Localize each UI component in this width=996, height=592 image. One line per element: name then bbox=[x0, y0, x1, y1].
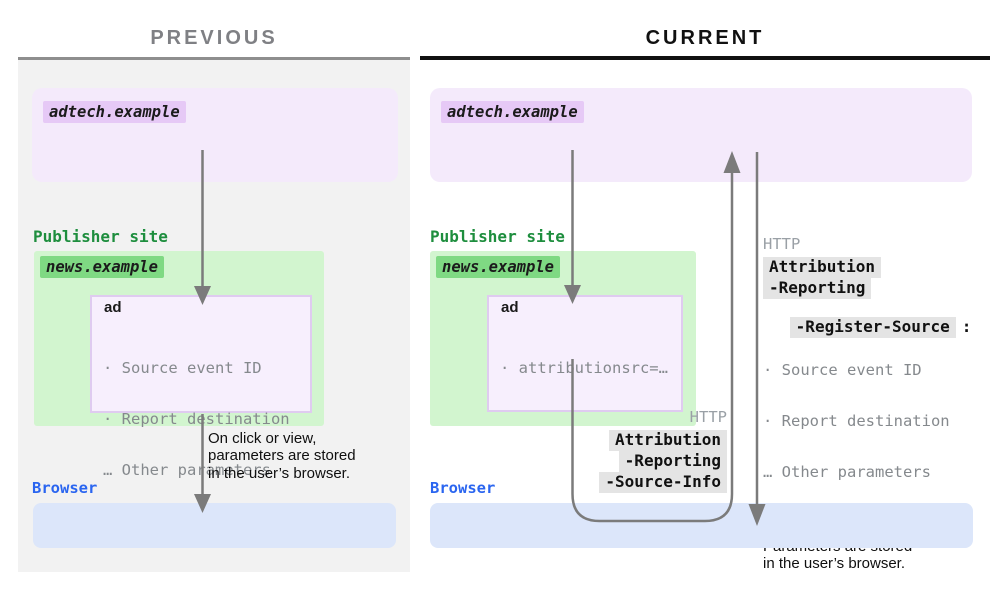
adtech-domain-label: adtech.example bbox=[441, 101, 584, 123]
current-publisher-site-label: Publisher site bbox=[430, 227, 565, 246]
ad-param-line: · attributionsrc=… bbox=[500, 359, 668, 377]
http-protocol-label: HTTP bbox=[689, 408, 727, 426]
ad-param-line: … Other parameters bbox=[763, 463, 931, 481]
previous-storage-note: On click or view, parameters are stored … bbox=[208, 430, 356, 482]
note-line: On click or view, bbox=[208, 430, 317, 447]
previous-publisher-site-label: Publisher site bbox=[33, 227, 168, 246]
note-line: parameters are stored bbox=[208, 447, 356, 465]
ad-param-line: · Report destination bbox=[103, 410, 290, 428]
previous-browser-label: Browser bbox=[32, 479, 98, 497]
current-adtech-label: adtech.example bbox=[441, 101, 584, 123]
header-token: Attribution bbox=[763, 257, 881, 278]
previous-ad-title: ad bbox=[104, 299, 122, 316]
header-token: -Reporting bbox=[618, 451, 727, 472]
http-request-header-callout: HTTP Attribution -Reporting -Source-Info bbox=[599, 408, 727, 493]
ad-param-line: … Other parameters bbox=[103, 461, 271, 479]
previous-news-label: news.example bbox=[40, 256, 164, 278]
http-response-header-callout: HTTP Attribution -Reporting -Register-So… bbox=[763, 235, 971, 572]
response-header-params: · Source event ID · Report destination …… bbox=[763, 328, 971, 515]
ad-param-line: · Source event ID bbox=[763, 361, 922, 379]
note-line: in the user’s browser. bbox=[763, 554, 906, 572]
header-token: -Reporting bbox=[763, 278, 872, 299]
current-ad-params: · attributionsrc=… bbox=[500, 326, 668, 411]
previous-browser-box bbox=[33, 503, 396, 548]
http-protocol-label: HTTP bbox=[763, 235, 801, 253]
header-token: -Source-Info bbox=[599, 472, 727, 493]
header-colon: : bbox=[961, 317, 972, 336]
news-domain-label: news.example bbox=[40, 256, 164, 278]
header-token: Attribution bbox=[609, 430, 727, 451]
previous-column-title: PREVIOUS bbox=[150, 27, 278, 49]
current-ad-title: ad bbox=[501, 299, 519, 316]
previous-ad-params: · Source event ID · Report destination …… bbox=[103, 326, 290, 513]
current-column-title: CURRENT bbox=[645, 27, 765, 49]
ad-param-line: · Source event ID bbox=[103, 359, 262, 377]
current-browser-box bbox=[430, 503, 973, 548]
previous-adtech-label: adtech.example bbox=[43, 101, 186, 123]
news-domain-label: news.example bbox=[436, 256, 560, 278]
current-news-label: news.example bbox=[436, 256, 560, 278]
current-browser-label: Browser bbox=[430, 479, 496, 497]
header-token: -Register-Source bbox=[789, 317, 956, 338]
previous-divider-rule bbox=[18, 57, 410, 60]
current-divider-rule bbox=[420, 56, 990, 60]
adtech-domain-label: adtech.example bbox=[43, 101, 186, 123]
note-line: in the user’s browser. bbox=[208, 464, 351, 482]
ad-param-line: · Report destination bbox=[763, 412, 950, 430]
